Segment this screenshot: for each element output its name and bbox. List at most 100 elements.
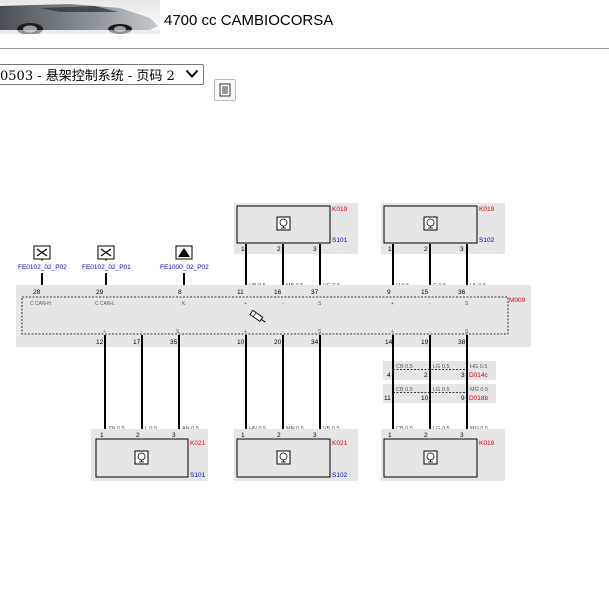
pin-number: 34 <box>311 339 319 346</box>
pin-number: 35 <box>170 339 178 346</box>
pin-number: 10 <box>237 339 245 346</box>
pin-number: 28 <box>33 289 41 296</box>
probe-icon <box>249 309 266 323</box>
pin-function: S <box>318 301 322 307</box>
pin-number: 19 <box>421 339 429 346</box>
pin-function: S <box>176 329 180 335</box>
right-chain-wires <box>392 361 468 403</box>
pin-function: C CAN-L <box>95 301 115 307</box>
pin-number: 3 <box>313 432 317 439</box>
pin-number: 11 <box>384 395 391 402</box>
header-divider <box>0 48 609 49</box>
wire-label: LG 0.5 <box>433 364 450 370</box>
pin-number: 3 <box>460 432 464 439</box>
pin-number: 11 <box>237 289 244 296</box>
pin-function: - <box>282 301 284 307</box>
pin-function: C CAN-H <box>30 301 51 307</box>
pin-number: 16 <box>274 289 282 296</box>
pin-function: - <box>429 301 431 307</box>
connector-id: D014c <box>469 372 489 379</box>
pin-number: 9 <box>387 289 391 296</box>
pin-number: 2 <box>424 432 428 439</box>
fuse-ref-label: FE0102_02_P01 <box>82 264 131 271</box>
connector-bottom-mid[interactable]: 1 2 3 K021 S102 <box>234 429 358 481</box>
wire-label: CB 0.5 <box>396 364 413 370</box>
pin-number: 3 <box>461 372 465 379</box>
page-select-value: 0503 - 悬架控制系统 - 页码 2 <box>0 69 175 84</box>
connector-d018b[interactable]: 11 10 9 D018b CB 0.5 LG 0.5 MG 0.5 <box>383 384 496 403</box>
connector-top-left[interactable]: K019 S101 1 2 3 <box>234 203 358 254</box>
pin-function: - <box>282 329 284 335</box>
pin-number: 2 <box>424 246 428 253</box>
wire-label: HG 0.5 <box>470 364 487 370</box>
pin-number: 2 <box>424 372 428 379</box>
pin-number: 29 <box>96 289 104 296</box>
fuse-ref-2[interactable]: FE0102_02_P01 <box>82 245 131 271</box>
pin-number: 36 <box>458 289 466 296</box>
pin-function: - <box>429 329 431 335</box>
connector-d014c[interactable]: 4 2 3 D014c CB 0.5 LG 0.5 HG 0.5 <box>383 361 496 380</box>
fuse-ref-label: FE1000_02_P02 <box>160 264 209 271</box>
pin-number: 2 <box>136 432 140 439</box>
pin-function: S <box>318 329 322 335</box>
pin-function: + <box>391 329 394 335</box>
chevron-down-icon <box>185 69 199 78</box>
pin-number: 1 <box>241 432 245 439</box>
module-bottom-pins: 12 17 35 10 20 34 14 19 38 <box>96 339 466 346</box>
module-top-labels: C CAN-H C CAN-L K + - S + - S <box>30 301 469 307</box>
splice-id: S101 <box>332 237 348 244</box>
fuse-ref-1[interactable]: FE0102_02_P02 <box>18 245 67 271</box>
splice-id: S101 <box>190 472 206 479</box>
pin-function: + <box>103 329 106 335</box>
sensor-icon <box>276 216 291 231</box>
car-image <box>0 0 160 34</box>
connector-id: K019 <box>479 440 495 447</box>
module-m009[interactable]: M009 <box>16 285 531 347</box>
pin-number: 3 <box>313 246 317 253</box>
print-icon <box>219 83 231 97</box>
pin-number: 38 <box>458 339 466 346</box>
car-photo-icon <box>0 0 160 34</box>
pin-number: 1 <box>388 432 392 439</box>
wire-label: MG 0.5 <box>470 387 488 393</box>
pin-number: 12 <box>96 339 104 346</box>
pin-function: S <box>465 329 469 335</box>
pin-number: 2 <box>277 432 281 439</box>
connector-id: K019 <box>479 206 495 213</box>
pin-number: 1 <box>388 246 392 253</box>
connector-id: K019 <box>332 206 348 213</box>
connector-id: K021 <box>190 440 206 447</box>
pin-number: 1 <box>241 246 245 253</box>
fuse-ref-3[interactable]: FE1000_02_P02 <box>160 245 209 271</box>
sensor-icon <box>276 450 291 465</box>
sensor-icon <box>423 450 438 465</box>
model-title: 4700 cc CAMBIOCORSA <box>164 12 334 29</box>
connector-bottom-left[interactable]: 1 2 3 K021 S101 <box>91 429 208 481</box>
pin-number: 9 <box>461 395 465 402</box>
pin-function: + <box>391 301 394 307</box>
page-select[interactable]: 0503 - 悬架控制系统 - 页码 2 <box>0 64 204 85</box>
pin-number: 37 <box>311 289 319 296</box>
connector-id: K021 <box>332 440 348 447</box>
sensor-icon <box>134 450 149 465</box>
pin-function: S <box>465 301 469 307</box>
print-button[interactable] <box>214 79 236 101</box>
pin-number: 14 <box>385 339 393 346</box>
wire-label: LG 0.5 <box>433 387 450 393</box>
wire-label: CB 0.5 <box>396 387 413 393</box>
pin-number: 8 <box>178 289 182 296</box>
connector-bottom-right[interactable]: 1 2 3 K019 <box>381 429 505 481</box>
module-bottom-labels: + - S + - S + - S <box>103 329 469 335</box>
pin-function: K <box>182 301 186 307</box>
pin-number: 17 <box>133 339 141 346</box>
pin-number: 20 <box>274 339 282 346</box>
connector-top-right[interactable]: K019 S102 1 2 3 <box>381 203 505 254</box>
module-top-pins: 28 29 8 11 16 37 9 15 36 <box>33 289 466 296</box>
splice-id: S102 <box>479 237 495 244</box>
pin-number: 4 <box>387 372 391 379</box>
module-id: M009 <box>509 297 526 304</box>
pin-function: + <box>244 301 247 307</box>
pin-number: 2 <box>277 246 281 253</box>
pin-number: 15 <box>421 289 429 296</box>
